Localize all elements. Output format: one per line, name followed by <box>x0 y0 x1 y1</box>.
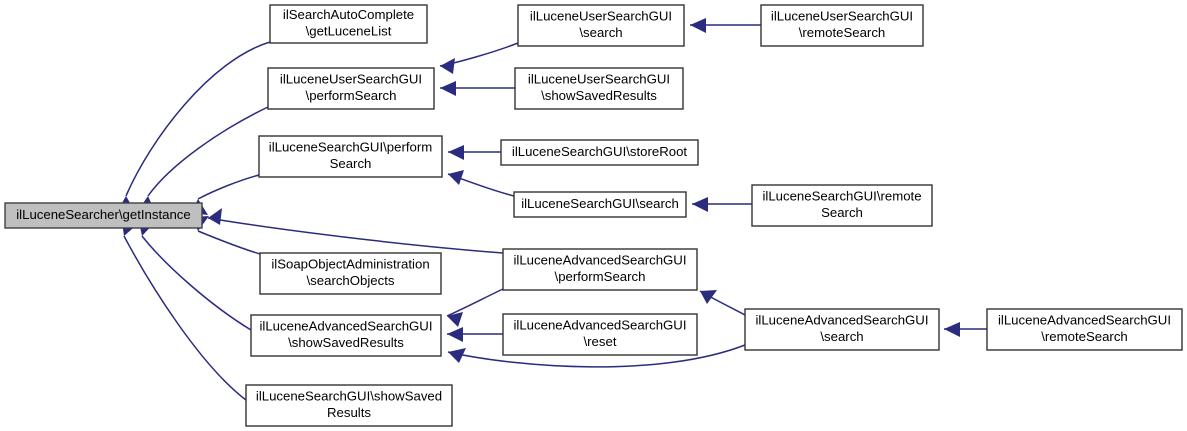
call-edge <box>447 327 503 342</box>
node-box[interactable] <box>514 67 684 110</box>
edge-line <box>197 230 261 255</box>
graph-node-usersearchgui_showsavedresults[interactable]: ilLuceneUserSearchGUI\showSavedResults <box>514 67 684 110</box>
graph-node-usersearchgui_search[interactable]: ilLuceneUserSearchGUI\search <box>517 4 685 47</box>
node-box[interactable] <box>500 139 699 166</box>
graph-node-searchgui_remotesearch[interactable]: ilLuceneSearchGUI\remoteSearch <box>751 184 933 227</box>
graph-node-advancedsearchgui_remotesearch[interactable]: ilLuceneAdvancedSearchGUI\remoteSearch <box>986 308 1183 351</box>
node-box[interactable] <box>760 4 924 47</box>
graph-node-searchgui_storeroot[interactable]: ilLuceneSearchGUI\storeRoot <box>500 139 699 166</box>
graph-node-searchautocomplete_getlucenelist[interactable]: ilSearchAutoComplete\getLuceneList <box>269 4 428 44</box>
edge-arrowhead-icon <box>692 197 708 212</box>
call-edge <box>447 170 515 197</box>
graph-node-advancedsearchgui_search[interactable]: ilLuceneAdvancedSearchGUI\search <box>744 308 940 351</box>
node-box[interactable] <box>267 67 435 110</box>
call-edge <box>139 106 269 214</box>
call-edge <box>944 322 987 337</box>
edge-line <box>125 41 271 197</box>
edge-arrowhead-icon <box>440 81 456 96</box>
edge-line <box>147 106 269 197</box>
node-box[interactable] <box>502 313 698 356</box>
call-edge <box>207 208 504 254</box>
call-edge <box>446 288 504 327</box>
graph-node-advancedsearchgui_showsavedresults[interactable]: ilLuceneAdvancedSearchGUI\showSavedResul… <box>250 314 442 357</box>
graph-node-soapobjectadmin_searchobjects[interactable]: ilSoapObjectAdministration\searchObjects <box>259 252 442 295</box>
node-box[interactable] <box>4 202 203 229</box>
call-edge <box>139 221 252 331</box>
node-box[interactable] <box>986 308 1183 351</box>
call-edge <box>690 18 761 33</box>
graph-node-advancedsearchgui_performsearch[interactable]: ilLuceneAdvancedSearchGUI\performSearch <box>502 248 698 291</box>
call-edge <box>122 222 247 401</box>
call-edge <box>439 42 519 74</box>
edge-line <box>447 344 746 368</box>
edge-line <box>207 217 504 254</box>
edge-arrowhead-icon <box>690 18 706 33</box>
graph-node-searchgui_showsavedresults[interactable]: ilLuceneSearchGUI\showSavedResults <box>245 384 453 427</box>
call-edge <box>699 290 746 316</box>
node-box[interactable] <box>517 4 685 47</box>
edge-arrowhead-icon <box>440 58 455 74</box>
edge-line <box>123 235 247 401</box>
call-edge <box>447 344 746 368</box>
graph-node-searchgui_performsearch[interactable]: ilLuceneSearchGUI\performSearch <box>258 135 443 178</box>
graph-node-usersearchgui_performsearch[interactable]: ilLuceneUserSearchGUI\performSearch <box>267 67 435 110</box>
node-box[interactable] <box>259 252 442 295</box>
node-box[interactable] <box>751 184 933 227</box>
edge-arrowhead-icon <box>944 322 960 337</box>
node-box[interactable] <box>269 4 428 44</box>
node-box[interactable] <box>258 135 443 178</box>
node-box[interactable] <box>250 314 442 357</box>
edge-arrowhead-icon <box>448 145 464 160</box>
edge-arrowhead-icon <box>447 312 463 327</box>
node-box[interactable] <box>513 191 687 218</box>
call-edge <box>448 145 501 160</box>
edge-arrowhead-icon <box>448 170 464 185</box>
edge-line <box>197 174 260 200</box>
graph-node-advancedsearchgui_reset[interactable]: ilLuceneAdvancedSearchGUI\reset <box>502 313 698 356</box>
graph-node-usersearchgui_remotesearch[interactable]: ilLuceneUserSearchGUI\remoteSearch <box>760 4 924 47</box>
edge-arrowhead-icon <box>448 348 466 363</box>
nodes-layer: ilLuceneSearcher\getInstance ilSearchAuto… <box>4 4 1183 427</box>
node-box[interactable] <box>502 248 698 291</box>
call-edge <box>440 81 515 96</box>
edge-line <box>141 235 252 331</box>
graph-node-root[interactable]: ilLuceneSearcher\getInstance <box>4 202 203 229</box>
call-edge <box>118 41 271 213</box>
edge-line <box>446 288 504 317</box>
edge-arrowhead-icon <box>700 290 717 304</box>
call-edge <box>692 197 752 212</box>
edge-arrowhead-icon <box>208 208 222 225</box>
node-box[interactable] <box>245 384 453 427</box>
graph-node-searchgui_search[interactable]: ilLuceneSearchGUI\search <box>513 191 687 218</box>
edge-arrowhead-icon <box>447 327 463 342</box>
node-box[interactable] <box>744 308 940 351</box>
